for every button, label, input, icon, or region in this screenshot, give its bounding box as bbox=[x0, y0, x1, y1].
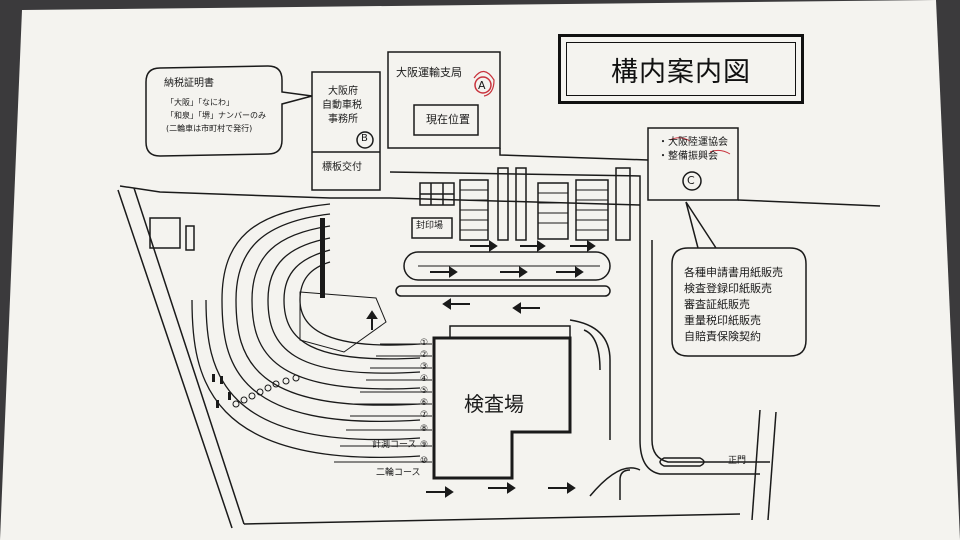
marker-c-circle bbox=[682, 171, 702, 191]
marker-c: C bbox=[687, 174, 695, 187]
lane-number: ⑥ bbox=[420, 398, 429, 408]
main-gate-label: 正門 bbox=[728, 456, 747, 466]
lane-number: ⑤ bbox=[420, 386, 429, 396]
callout-b-bubble bbox=[145, 65, 313, 157]
marker-a: A bbox=[478, 79, 486, 92]
lane-number: ⑨ bbox=[420, 440, 429, 450]
building-a-name: 大阪運輸支局 bbox=[396, 66, 462, 79]
callout-c-line2: 検査登録印紙販売 bbox=[684, 282, 772, 295]
inspection-hall-label: 検査場 bbox=[464, 392, 524, 416]
marker-a-circle bbox=[474, 76, 492, 94]
lane-number: ③ bbox=[420, 362, 429, 372]
measure-course-label: 計測コース bbox=[372, 440, 417, 450]
lane-number: ② bbox=[420, 350, 429, 360]
marker-b: B bbox=[361, 133, 368, 144]
bike-course-label: 二輪コース bbox=[376, 468, 421, 478]
building-c-line1: ・大阪陸運協会 bbox=[658, 137, 728, 148]
lane-number: ⑦ bbox=[420, 410, 429, 420]
callout-b-line4: (二輪車は市町村で発行) bbox=[166, 124, 253, 133]
building-b-line3: 事務所 bbox=[328, 114, 358, 125]
building-c bbox=[647, 127, 739, 201]
callout-c-bubble bbox=[671, 201, 807, 357]
plate-issue-label: 標板交付 bbox=[322, 162, 362, 173]
title-frame: 構内案内図 bbox=[558, 34, 804, 104]
marker-b-circle bbox=[356, 131, 374, 149]
callout-c-line4: 重量税印紙販売 bbox=[684, 314, 761, 327]
callout-c-line5: 自賠責保険契約 bbox=[684, 330, 761, 343]
seal-station-label: 封印場 bbox=[416, 221, 444, 231]
building-b-line1: 大阪府 bbox=[328, 86, 358, 97]
lane-number: ⑩ bbox=[420, 456, 429, 466]
lane-number: ⑧ bbox=[420, 424, 429, 434]
building-c-line2: ・整備振興会 bbox=[658, 151, 718, 162]
building-a bbox=[387, 51, 501, 149]
building-b bbox=[311, 71, 381, 191]
callout-c-line1: 各種申請書用紙販売 bbox=[684, 266, 783, 279]
callout-c-line3: 審査証紙販売 bbox=[684, 298, 750, 311]
page-title: 構内案内図 bbox=[566, 42, 796, 96]
building-b-line2: 自動車税 bbox=[322, 100, 362, 111]
lane-number: ① bbox=[420, 338, 429, 348]
callout-b-line3: 「和泉」「堺」ナンバーのみ bbox=[166, 111, 266, 120]
callout-b-line1: 納税証明書 bbox=[164, 78, 214, 89]
callout-b-line2: 「大阪」「なにわ」 bbox=[166, 98, 234, 107]
current-location-box bbox=[413, 104, 479, 136]
lane-number: ④ bbox=[420, 374, 429, 384]
seal-station bbox=[411, 217, 453, 239]
current-location-label: 現在位置 bbox=[426, 113, 470, 126]
